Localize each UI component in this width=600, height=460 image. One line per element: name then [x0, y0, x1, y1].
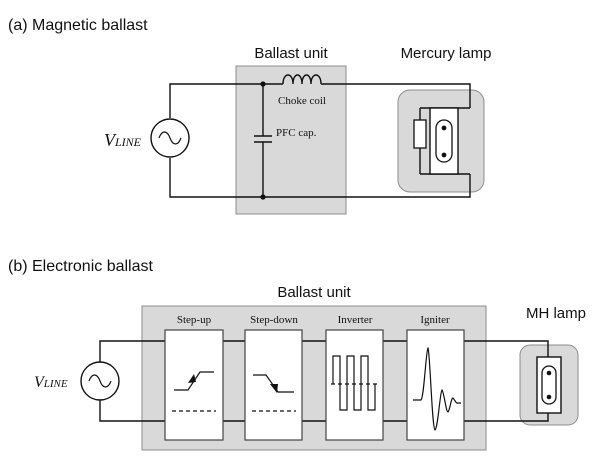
panel-a-sine-icon: [158, 131, 182, 145]
panel-a-choke-label: Choke coil: [278, 95, 326, 107]
igniter-pulse-waveform-icon: [413, 346, 461, 431]
step-down-arrow-icon: [270, 384, 278, 393]
step-up-arrow-icon: [188, 374, 196, 383]
panel-b-sine-icon: [88, 374, 112, 388]
panel-a-resistor-icon: [413, 119, 427, 149]
panel-a-wire-top-right: [321, 83, 471, 108]
stage-igniter-label: Igniter: [420, 314, 450, 326]
panel-b-lamp-arc-tube: [541, 365, 557, 405]
panel-a-title: (a) Magnetic ballast: [8, 17, 148, 34]
panel-b-source-label: VLINE: [34, 374, 68, 391]
panel-a-lamp-label: Mercury lamp: [401, 45, 492, 62]
panel-b-ballast-label: Ballast unit: [277, 284, 351, 301]
panel-a-choke-coil-icon: [282, 74, 322, 85]
stage-igniter-box: [406, 329, 465, 441]
panel-a-ballast-box: [235, 65, 347, 215]
inverter-square-wave-icon: [332, 355, 376, 411]
panel-a-electrode-bottom: [441, 152, 447, 158]
stage-step-down: Step-down: [244, 314, 303, 441]
stage-step-down-label: Step-down: [250, 314, 298, 326]
panel-a-wire-bottom: [169, 158, 471, 198]
stage-step-up: Step-up: [164, 314, 224, 441]
panel-b-wire-in-top: [99, 340, 165, 362]
stage-igniter: Igniter: [406, 314, 465, 441]
panel-a-ballast-label: Ballast unit: [254, 45, 328, 62]
panel-a-wire-top-left: [169, 83, 283, 118]
panel-b-wire-out-top: [464, 340, 549, 357]
panel-a-lamp-arc-tube: [435, 119, 453, 163]
panel-b-electrode-bottom: [546, 394, 552, 400]
panel-a: (a) Magnetic ballast Ballast unit Mercur…: [8, 17, 492, 215]
panel-a-junction-top: [260, 81, 266, 87]
panel-b-title: (b) Electronic ballast: [8, 258, 154, 275]
panel-b-electrode-top: [546, 370, 552, 376]
stage-step-up-label: Step-up: [177, 314, 212, 326]
stage-inverter: Inverter: [325, 314, 384, 441]
panel-b-lamp-label: MH lamp: [526, 305, 586, 322]
step-down-waveform-icon: [253, 374, 294, 393]
panel-a-source-label: VLINE: [104, 130, 142, 150]
panel-b: (b) Electronic ballast Ballast unit MH l…: [8, 258, 586, 451]
panel-a-junction-bottom: [260, 194, 266, 200]
panel-a-electrode-top: [441, 125, 447, 131]
panel-b-wire-out-bottom: [464, 413, 549, 422]
panel-b-wire-in-bottom: [99, 400, 165, 422]
panel-a-pfc-label: PFC cap.: [276, 127, 317, 139]
stage-inverter-label: Inverter: [338, 314, 373, 326]
stage-step-up-box: [164, 329, 224, 441]
